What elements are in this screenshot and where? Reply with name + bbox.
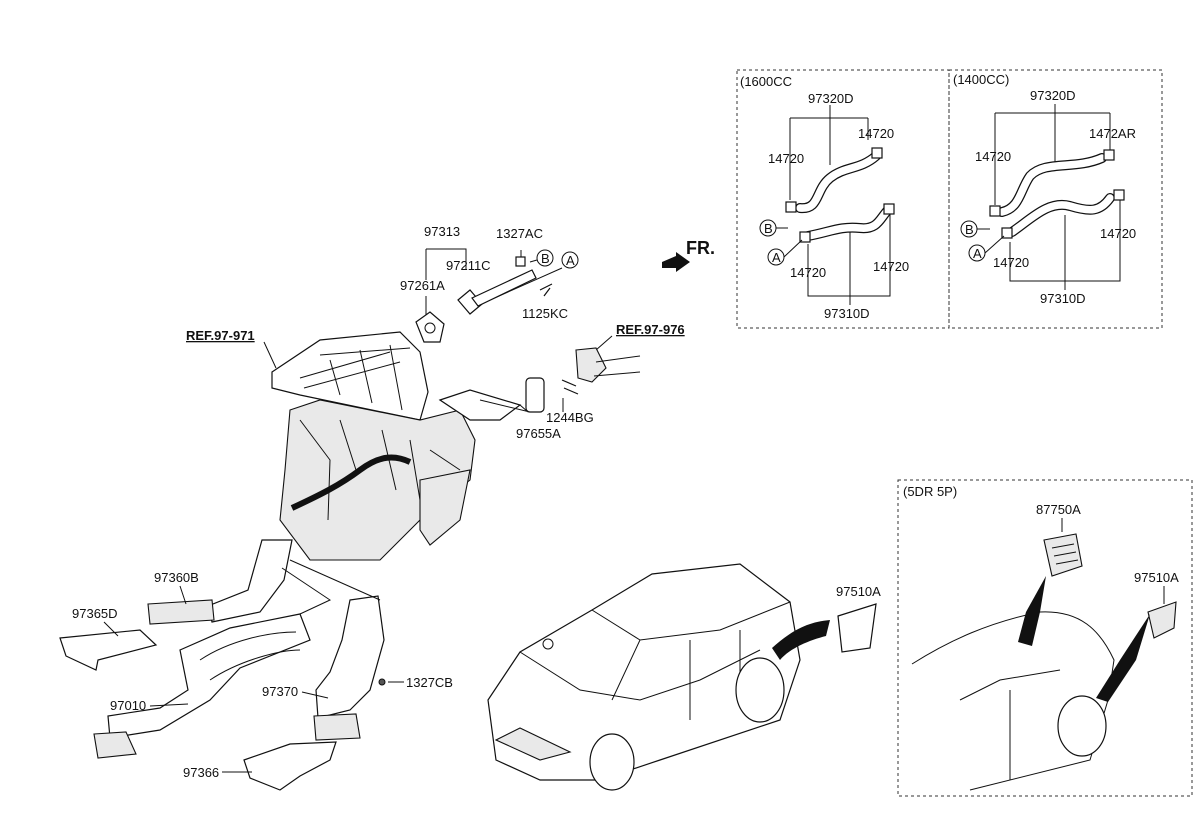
duct-97366 <box>243 741 337 791</box>
label-1125kc: 1125KC <box>522 306 568 321</box>
inset-wheel-icon <box>1057 695 1107 757</box>
label-14720-1400-ll: 14720 <box>993 255 1029 270</box>
label-14720-1600-ur: 14720 <box>858 126 894 141</box>
callout-a-1400-label: A <box>973 246 982 261</box>
front-arrow-icon <box>662 252 690 272</box>
vent-87750a-icon <box>1043 533 1083 577</box>
label-97310d-1600: 97310D <box>824 306 870 321</box>
callout-a-main-label: A <box>566 253 575 268</box>
clamp-icon-1600-c <box>799 231 811 243</box>
callout-b-1400-label: B <box>965 222 974 237</box>
bolt-1125kc-icon <box>539 283 553 297</box>
clamp-icon-1600-a <box>785 201 797 213</box>
duct-97365d <box>59 629 158 671</box>
duct-97360b <box>207 539 293 623</box>
label-14720-1400-ul: 14720 <box>975 149 1011 164</box>
clamp-icon-1400-b <box>1103 149 1115 161</box>
inset-1400cc: (1400CC) 97320D 1472AR 14720 B A 14720 1… <box>948 69 1163 329</box>
label-1472ar-1400: 1472AR <box>1089 126 1136 141</box>
callout-b-main <box>536 249 554 267</box>
duct-97370-end <box>313 713 361 741</box>
inset-1400cc-frame <box>948 69 1163 329</box>
pointer-arrow-97510a <box>1096 614 1150 702</box>
clamp-icon-1400-d <box>1113 189 1125 201</box>
label-97360b: 97360B <box>154 570 199 585</box>
label-1327ac: 1327AC <box>496 226 543 241</box>
label-97510a-main: 97510A <box>836 584 881 599</box>
floor-ducts <box>59 539 386 791</box>
drain-hose-icon <box>290 454 412 511</box>
label-97310d-1400: 97310D <box>1040 291 1086 306</box>
label-97365d: 97365D <box>72 606 118 621</box>
vent-97510a-inset-icon <box>1147 601 1177 639</box>
label-97261a: 97261A <box>400 278 445 293</box>
label-14720-1600-lr: 14720 <box>873 259 909 274</box>
inset-1600cc-title: (1600CC <box>740 74 792 89</box>
bolt-1244bg-icon <box>561 379 579 395</box>
inset-1400cc-title: (1400CC) <box>953 72 1009 87</box>
clamp-icon-1600-d <box>883 203 895 215</box>
front-direction-indicator: FR. <box>662 238 715 272</box>
callout-b-1600-label: B <box>764 221 773 236</box>
clamp-icon-1400-c <box>1001 227 1013 239</box>
duct-97360b-end <box>147 599 215 625</box>
label-97211c: 97211C <box>446 258 491 273</box>
heater-unit <box>271 331 641 561</box>
duct-callouts: 97360B 97365D 97010 97370 1327CB 97366 <box>72 570 453 780</box>
heater-callouts: 97313 1327AC 97211C 97261A 1125KC REF.97… <box>186 224 685 441</box>
clamp-icon-1600-b <box>871 147 883 159</box>
callout-b-main-label: B <box>541 251 550 266</box>
label-97010: 97010 <box>110 698 146 713</box>
label-14720-1400-lr: 14720 <box>1100 226 1136 241</box>
pipe-97211c-icon <box>471 269 537 307</box>
label-ref-97-971: REF.97-971 <box>186 328 255 343</box>
label-97510a-inset: 97510A <box>1134 570 1179 585</box>
seal-97655a-icon <box>525 377 545 413</box>
clip-1327cb-icon <box>378 678 386 686</box>
nut-1327ac-icon <box>515 256 526 267</box>
label-ref-97-976: REF.97-976 <box>616 322 685 337</box>
inset-5dr-5p: (5DR 5P) 87750A 97510A <box>897 479 1193 797</box>
label-97366: 97366 <box>183 765 219 780</box>
label-97655a: 97655A <box>516 426 561 441</box>
label-1327cb: 1327CB <box>406 675 453 690</box>
car-illustration: 97510A <box>487 563 881 791</box>
inset-5dr-frame <box>897 479 1193 797</box>
label-97370: 97370 <box>262 684 298 699</box>
inset-5dr-title: (5DR 5P) <box>903 484 957 499</box>
duct-connector-icon <box>438 389 522 421</box>
label-97320d-1400: 97320D <box>1030 88 1076 103</box>
label-97313: 97313 <box>424 224 460 239</box>
clamp-icon-1400-a <box>989 205 1001 217</box>
valve-ref-97-976-icon <box>575 347 607 383</box>
label-1244bg: 1244BG <box>546 410 594 425</box>
front-wheel-icon <box>589 733 635 791</box>
front-label: FR. <box>686 238 715 258</box>
callout-a-1600-label: A <box>772 250 781 265</box>
blower-motor-icon <box>419 469 471 546</box>
rear-wheel-icon <box>735 657 785 723</box>
pointer-arrow-87750a <box>1018 576 1046 646</box>
label-97320d-1600: 97320D <box>808 91 854 106</box>
duct-97010-outlet <box>93 731 137 759</box>
inset-1600cc: (1600CC 97320D 14720 14720 B A 14720 147… <box>736 69 950 329</box>
callout-a-main <box>561 251 579 269</box>
label-87750a: 87750A <box>1036 502 1081 517</box>
duct-97370 <box>315 595 385 719</box>
front-grille-icon <box>494 727 572 761</box>
inset-1600cc-frame <box>736 69 950 329</box>
vent-97510a-icon <box>837 603 877 653</box>
label-14720-1600-ul: 14720 <box>768 151 804 166</box>
pointer-arrow-main <box>772 620 830 660</box>
